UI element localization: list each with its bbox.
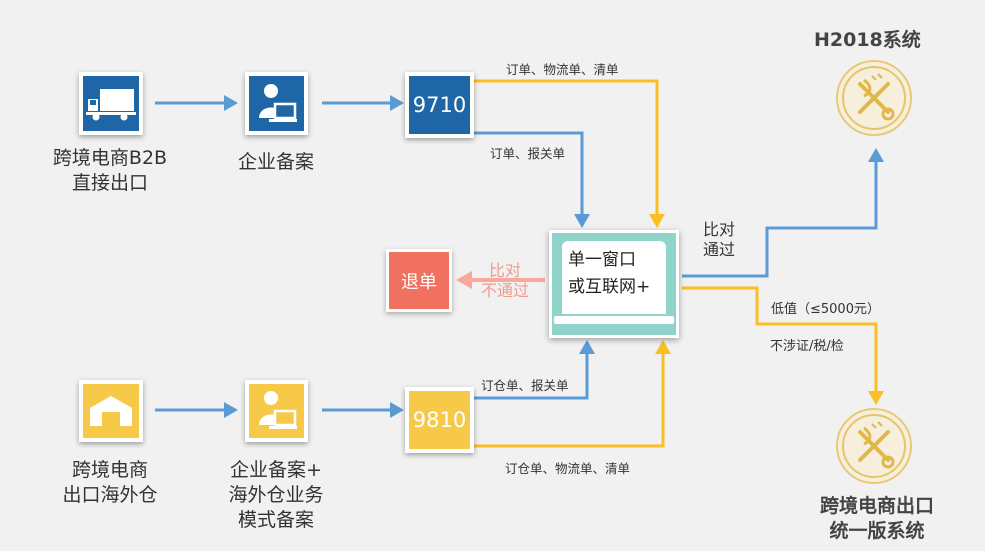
code-9810: 9810 [412, 408, 467, 432]
single-window-line2: 或互联网+ [568, 277, 651, 297]
code-9710-box: 9710 [405, 72, 474, 138]
single-window-text: 单一窗口 或互联网+ [568, 247, 650, 301]
overseas-filing-label: 企业备案+ 海外仓业务 模式备案 [206, 458, 346, 533]
arrowhead [579, 340, 595, 354]
overseas-filing-line1: 企业备案+ [230, 459, 322, 481]
warehouse-icon-box [79, 380, 143, 442]
warehouse-label-line1: 跨境电商 [71, 459, 148, 481]
arrow-to-unified [682, 286, 878, 393]
keyboard-base [554, 316, 674, 324]
screen: 单一窗口 或互联网+ [562, 241, 666, 314]
single-window-line1: 单一窗口 [568, 250, 636, 270]
person-computer-icon [258, 391, 297, 429]
no-cert-label: 不涉证/税/检 [770, 339, 844, 354]
arrowhead [868, 391, 884, 405]
customs-emblem-icon [842, 414, 906, 478]
arrow-to-h2018 [682, 160, 878, 278]
unified-line1: 跨境电商出口 [819, 495, 934, 517]
match-label: 比对 通过 [703, 220, 735, 260]
arrowhead [456, 271, 472, 289]
reject-box: 退单 [386, 249, 452, 312]
single-window-box: 单一窗口 或互联网+ [549, 230, 679, 338]
arrowhead [649, 214, 665, 228]
overseas-filing-line2: 海外仓业务 [228, 484, 324, 506]
b2b-export-label: 跨境电商B2B 直接出口 [40, 146, 180, 196]
b2b-export-label-line1: 跨境电商B2B [52, 147, 168, 169]
person-computer-icon [258, 83, 297, 122]
h2018-title: H2018系统 [814, 29, 921, 51]
arrow-9810-yellow [474, 352, 665, 448]
label-9810-yellow: 订仓单、物流单、清单 [505, 461, 631, 476]
reject-label: 退单 [401, 271, 437, 293]
mismatch-label: 比对 不通过 [470, 261, 540, 301]
overseas-filing-line3: 模式备案 [237, 509, 314, 531]
filing-label: 企业备案 [237, 151, 314, 173]
arrowhead [390, 95, 404, 111]
customs-emblem-icon [842, 66, 906, 130]
unified-line2: 统一版系统 [829, 520, 925, 542]
label-9710-yellow: 订单、物流单、清单 [506, 62, 619, 77]
unified-emblem [836, 408, 912, 484]
match-line1: 比对 [703, 220, 736, 239]
arrow-9710-blue [474, 131, 584, 216]
h2018-emblem [836, 60, 912, 136]
arrow-9810-blue [474, 352, 589, 400]
warehouse-label-line2: 出口海外仓 [62, 484, 158, 506]
label-9810-blue: 订仓单、报关单 [481, 378, 569, 393]
low-value-label: 低值（≤5000元） [771, 302, 880, 317]
overseas-filing-icon-box [245, 380, 308, 442]
label-9710-blue: 订单、报关单 [490, 146, 566, 161]
arrowhead [574, 214, 590, 228]
arrowhead [390, 402, 404, 418]
warehouse-export-label: 跨境电商 出口海外仓 [40, 458, 180, 508]
warehouse-icon [90, 396, 132, 426]
mismatch-line2: 不通过 [480, 281, 529, 300]
mismatch-line1: 比对 [488, 261, 521, 280]
b2b-export-icon-box [79, 72, 143, 135]
arrowhead [868, 148, 884, 162]
arrowhead [655, 340, 671, 354]
truck-icon [86, 88, 136, 120]
match-line2: 通过 [703, 240, 736, 259]
arrowhead [224, 402, 238, 418]
unified-system-title: 跨境电商出口 统一版系统 [808, 494, 946, 544]
b2b-export-label-line2: 直接出口 [71, 172, 148, 194]
arrowhead [224, 95, 238, 111]
filing-icon-box [245, 72, 308, 135]
code-9810-box: 9810 [405, 387, 474, 453]
code-9710: 9710 [412, 93, 467, 117]
arrow-9710-yellow [474, 79, 659, 216]
